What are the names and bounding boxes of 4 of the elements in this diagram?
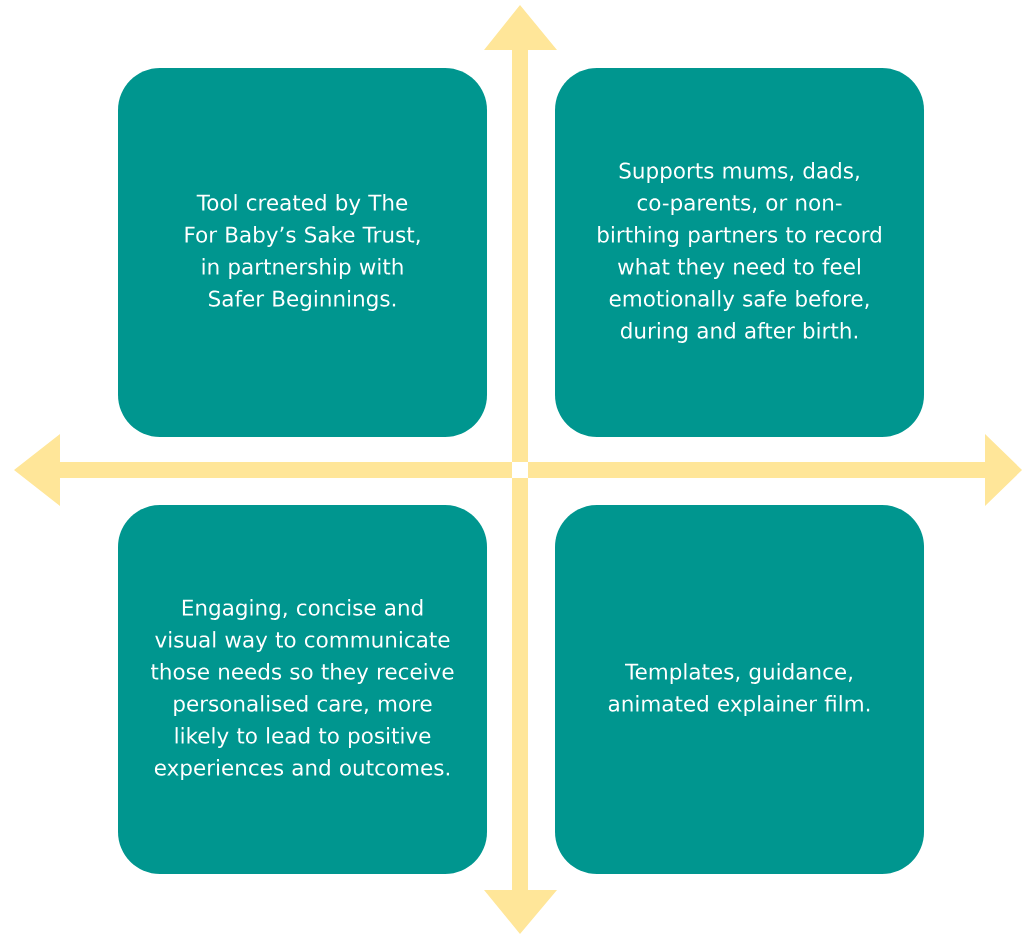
text-box: Supports mums, dads, co-parents, or non-birthing partners to record what they need to feel emotionally safe before, during and after birth.	[555, 68, 924, 437]
text-box: Templates, guidance, animated explainer film.	[555, 505, 924, 874]
text-box: Engaging, concise and visual way to communicate those needs so they receive personalised care, more likely to lead to positive experiences and outcomes.	[118, 505, 487, 874]
text-box: Tool created by The For Baby’s Sake Trust, in partnership with Safer Beginnings.	[118, 68, 487, 437]
